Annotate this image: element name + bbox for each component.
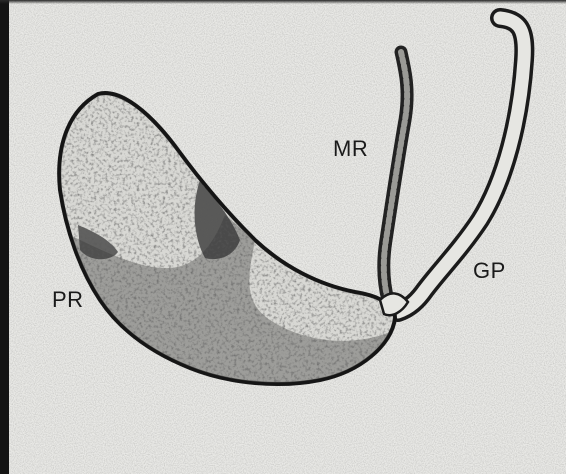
label-gp: GP [473, 258, 506, 284]
label-mr: MR [333, 136, 368, 162]
label-pr: PR [52, 287, 84, 313]
